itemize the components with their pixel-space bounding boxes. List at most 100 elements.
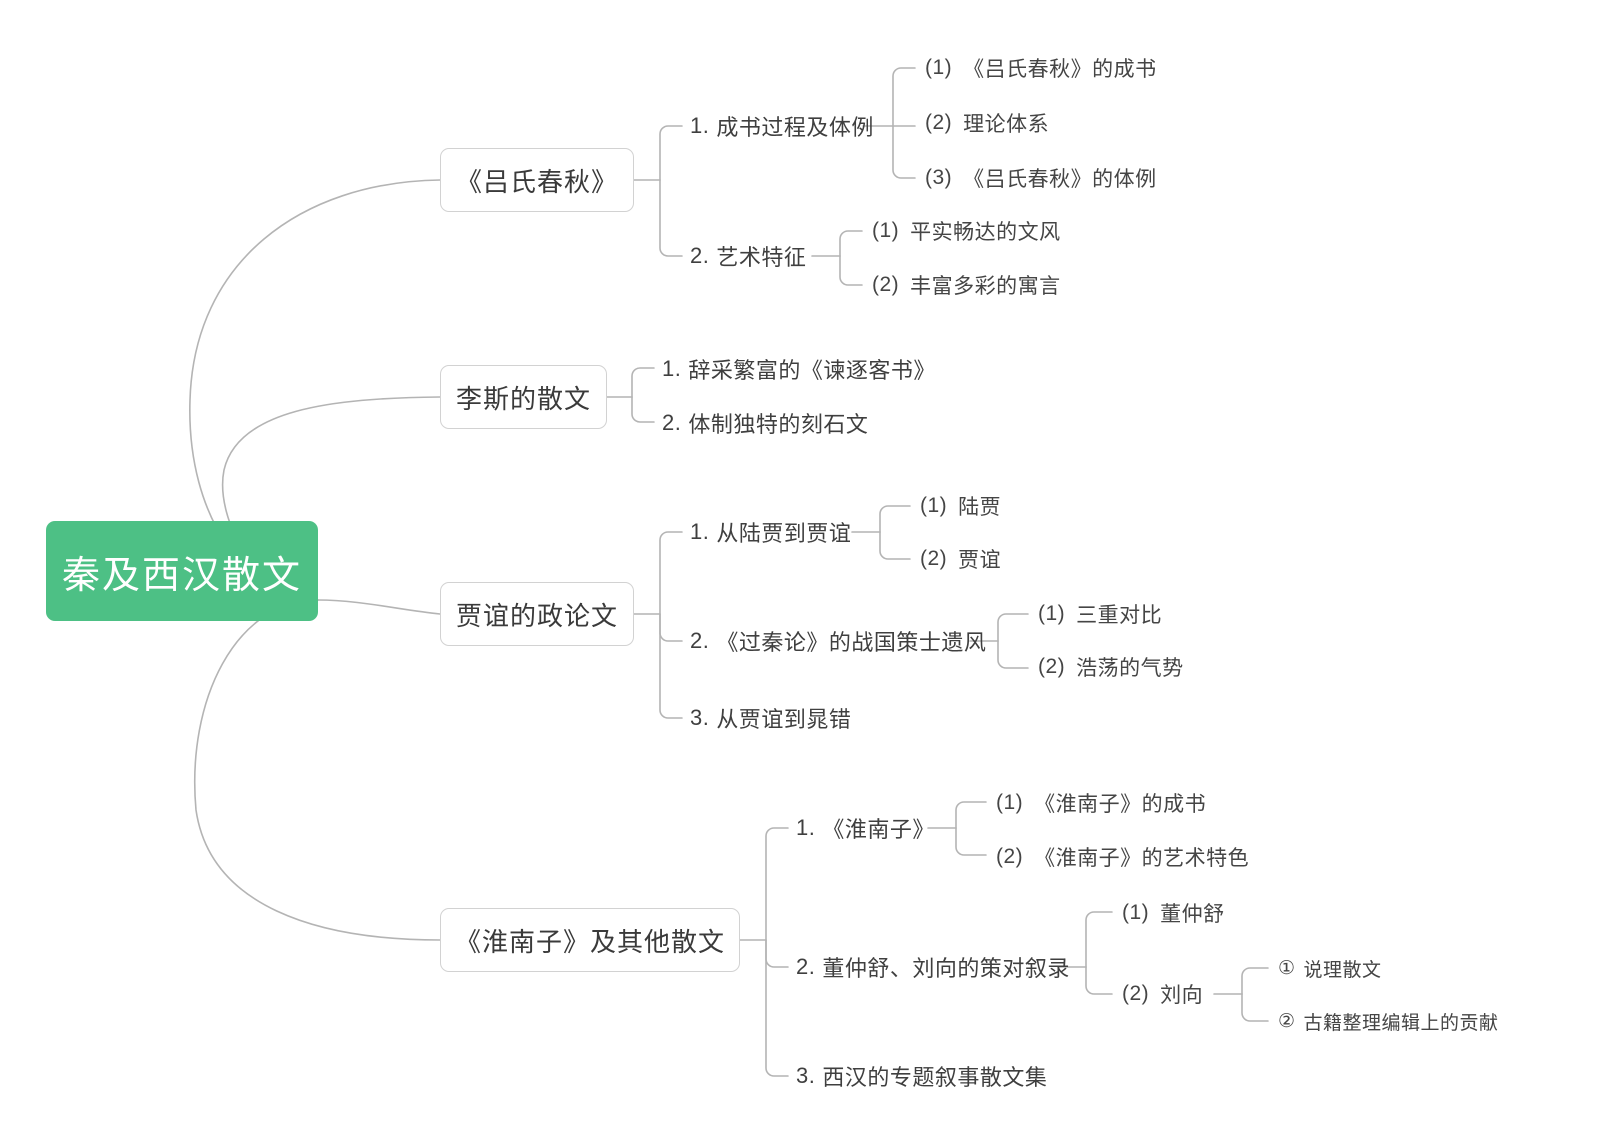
topic-label: 艺术特征 [716, 245, 807, 270]
edge-b3c1-spine-dn [879, 531, 911, 560]
edge-b3c2-spine-up [997, 613, 1029, 642]
leaf-label: 古籍整理编辑上的贡献 [1303, 1012, 1499, 1034]
leaf-node-b4-c2-g2-h1[interactable]: ① 说理散文 [1278, 953, 1382, 983]
branch-label: 《淮南子》及其他散文 [455, 926, 726, 957]
topic-node-b3-c2[interactable]: 2. 《过秦论》的战国策士遗风 [690, 623, 986, 659]
topic-marker: 2. [690, 243, 710, 268]
topic-node-b4-c1[interactable]: 1. 《淮南子》 [796, 810, 935, 846]
edge-b1c2-spine-up [839, 230, 863, 257]
root-label: 秦及西汉散文 [62, 554, 303, 597]
leaf-node-b1-c1-g3[interactable]: (3) 《吕氏春秋》的体例 [925, 162, 1157, 194]
edge-root-to-jiayi [317, 599, 441, 615]
leaf-node-b4-c1-g2[interactable]: (2) 《淮南子》的艺术特色 [996, 841, 1249, 873]
edge-b3-spine-mid [659, 613, 683, 642]
leaf-label: 三重对比 [1076, 604, 1163, 627]
leaf-node-b3-c1-g2[interactable]: (2) 贾谊 [920, 543, 1001, 575]
leaf-node-b1-c2-g1[interactable]: (1) 平实畅达的文风 [872, 215, 1061, 247]
edge-b2-spine-dn [631, 396, 655, 423]
leaf-label: 浩荡的气势 [1076, 657, 1184, 680]
leaf-marker: ② [1278, 1010, 1296, 1032]
topic-label: 体制独特的刻石文 [688, 412, 869, 437]
edge-b1-spine [659, 125, 683, 181]
edge-b4c2-spine-dn [1085, 966, 1113, 995]
topic-label: 成书过程及体例 [716, 115, 874, 140]
leaf-marker: (2) [1122, 982, 1150, 1005]
topic-node-b3-c3[interactable]: 3. 从贾谊到晁错 [690, 700, 851, 736]
leaf-marker: (1) [925, 56, 953, 79]
edge-b4c1-spine-up [955, 801, 987, 829]
topic-marker: 1. [690, 113, 710, 138]
leaf-node-b1-c1-g2[interactable]: (2) 理论体系 [925, 107, 1049, 139]
edge-root-to-huainanzi [194, 599, 441, 941]
edge-b4c2-spine-up [1085, 911, 1113, 968]
topic-marker: 2. [662, 410, 682, 435]
leaf-node-b3-c1-g1[interactable]: (1) 陆贾 [920, 490, 1001, 522]
edge-b3-spine-up [659, 531, 683, 615]
leaf-node-b3-c2-g2[interactable]: (2) 浩荡的气势 [1038, 651, 1184, 683]
branch-node-huainanzi[interactable]: 《淮南子》及其他散文 [440, 908, 740, 972]
topic-marker: 3. [690, 705, 710, 730]
leaf-label: 《吕氏春秋》的体例 [963, 168, 1157, 191]
topic-label: 辞采繁富的《谏逐客书》 [688, 358, 936, 383]
leaf-node-b3-c2-g1[interactable]: (1) 三重对比 [1038, 598, 1162, 630]
branch-node-lvshichunqiu[interactable]: 《吕氏春秋》 [440, 148, 634, 212]
leaf-label: 董仲舒 [1160, 903, 1225, 926]
leaf-label: 《吕氏春秋》的成书 [963, 58, 1157, 81]
edge-b1c1-spine-up [892, 67, 916, 127]
topic-node-b1-c1[interactable]: 1. 成书过程及体例 [690, 108, 874, 144]
branch-node-jiayi[interactable]: 贾谊的政论文 [440, 582, 634, 646]
edge-b2-spine-up [631, 367, 655, 398]
edge-b3-spine-dn [659, 613, 683, 719]
leaf-marker: (2) [920, 547, 948, 570]
edge-b3c2-spine-dn [997, 640, 1029, 669]
topic-marker: 2. [690, 628, 710, 653]
edge-b1c1-spine-dn [892, 125, 916, 179]
topic-node-b4-c3[interactable]: 3. 西汉的专题叙事散文集 [796, 1058, 1047, 1094]
edge-b4c1-spine-dn [955, 827, 987, 856]
branch-label: 贾谊的政论文 [456, 600, 619, 631]
leaf-marker: (1) [920, 494, 948, 517]
edge-b4-spine-dn [765, 939, 789, 1077]
leaf-label: 说理散文 [1303, 959, 1382, 981]
edge-b4-spine-mid [765, 939, 789, 968]
edge-b3c1-spine-up [879, 505, 911, 533]
topic-label: 从贾谊到晁错 [716, 707, 852, 732]
branch-label: 李斯的散文 [456, 383, 592, 414]
edge-b4c2g2-spine-dn [1241, 993, 1269, 1022]
leaf-marker: (3) [925, 166, 953, 189]
leaf-label: 贾谊 [958, 549, 1002, 572]
leaf-label: 平实畅达的文风 [910, 221, 1061, 244]
topic-label: 《淮南子》 [822, 817, 935, 842]
leaf-marker: (2) [872, 273, 900, 296]
leaf-node-b4-c2-g1[interactable]: (1) 董仲舒 [1122, 897, 1225, 929]
leaf-marker: (2) [925, 111, 953, 134]
topic-node-b4-c2[interactable]: 2. 董仲舒、刘向的策对叙录 [796, 949, 1070, 985]
topic-marker: 1. [796, 815, 816, 840]
leaf-label: 丰富多彩的寓言 [910, 275, 1061, 298]
leaf-marker: ① [1278, 957, 1296, 979]
topic-node-b2-c2[interactable]: 2. 体制独特的刻石文 [662, 405, 868, 441]
topic-node-b1-c2[interactable]: 2. 艺术特征 [690, 238, 806, 274]
root-node[interactable]: 秦及西汉散文 [46, 521, 318, 621]
leaf-label: 《淮南子》的艺术特色 [1034, 847, 1250, 870]
leaf-marker: (1) [1122, 901, 1150, 924]
topic-node-b2-c1[interactable]: 1. 辞采繁富的《谏逐客书》 [662, 351, 936, 387]
leaf-node-b4-c2-g2-h2[interactable]: ② 古籍整理编辑上的贡献 [1278, 1006, 1499, 1036]
leaf-node-b1-c1-g1[interactable]: (1) 《吕氏春秋》的成书 [925, 52, 1157, 84]
topic-label: 西汉的专题叙事散文集 [822, 1065, 1048, 1090]
topic-label: 从陆贾到贾谊 [716, 521, 852, 546]
leaf-marker: (2) [996, 845, 1024, 868]
leaf-label: 刘向 [1160, 984, 1204, 1007]
leaf-node-b4-c1-g1[interactable]: (1) 《淮南子》的成书 [996, 787, 1206, 819]
leaf-marker: (1) [872, 219, 900, 242]
edge-b1c2-spine-dn [839, 255, 863, 286]
topic-label: 《过秦论》的战国策士遗风 [716, 630, 987, 655]
branch-node-lisi[interactable]: 李斯的散文 [440, 365, 607, 429]
edge-b1-spine2 [659, 179, 683, 257]
leaf-label: 理论体系 [963, 113, 1050, 136]
leaf-node-b1-c2-g2[interactable]: (2) 丰富多彩的寓言 [872, 269, 1061, 301]
topic-node-b3-c1[interactable]: 1. 从陆贾到贾谊 [690, 514, 851, 550]
topic-label: 董仲舒、刘向的策对叙录 [822, 956, 1070, 981]
leaf-node-b4-c2-g2[interactable]: (2) 刘向 [1122, 978, 1203, 1010]
